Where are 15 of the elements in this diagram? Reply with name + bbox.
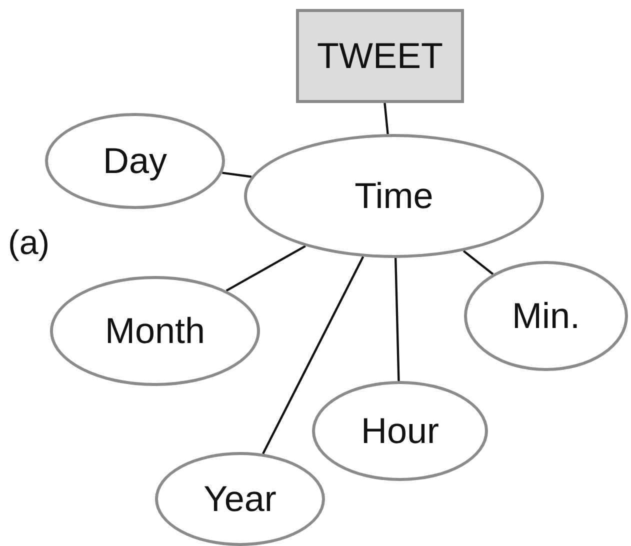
connector-line: [462, 250, 494, 275]
connector-line: [262, 256, 364, 454]
connector-line: [384, 102, 389, 134]
entity-box: [296, 9, 464, 103]
panel-label: (a): [8, 224, 50, 263]
node-label: Time: [354, 175, 434, 217]
node-label: Year: [204, 478, 276, 520]
connector-line: [394, 258, 400, 382]
node-label: Month: [104, 310, 206, 352]
connector-line: [226, 245, 306, 292]
node-label: Min.: [512, 295, 580, 337]
connector-line: [222, 172, 252, 178]
node-label: Hour: [360, 410, 440, 452]
node-label: Day: [102, 140, 168, 182]
node-label: TWEET: [317, 35, 443, 77]
